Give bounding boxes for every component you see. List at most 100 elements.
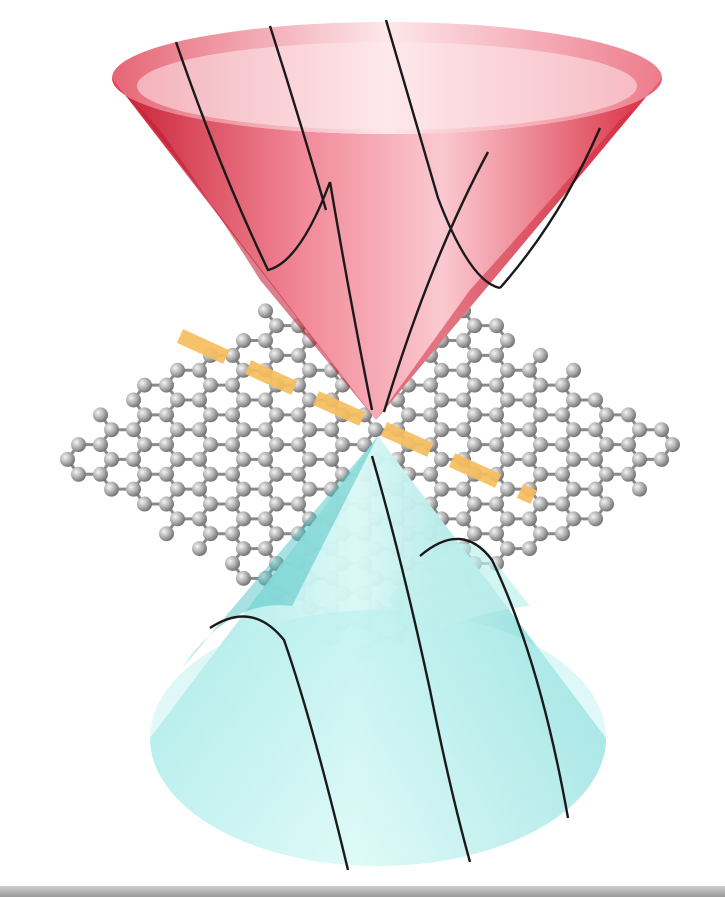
lattice-atom	[522, 392, 537, 408]
lattice-atom	[269, 318, 284, 334]
lattice-atom	[291, 407, 306, 423]
lattice-atom	[456, 362, 471, 378]
lattice-atom	[93, 437, 108, 453]
lattice-atom	[302, 362, 317, 378]
lattice-atom	[522, 422, 537, 438]
lattice-atom	[258, 451, 273, 467]
lattice-atom	[555, 526, 570, 542]
lattice-atom	[456, 333, 471, 349]
lattice-atom	[225, 526, 240, 542]
lattice-atom	[159, 496, 174, 512]
dash-segment	[244, 360, 298, 395]
lattice-atom	[258, 303, 273, 319]
lattice-atom	[126, 422, 141, 438]
lattice-atom	[269, 347, 284, 363]
lattice-atom	[258, 333, 273, 349]
lattice-atom	[258, 511, 273, 527]
lattice-atom	[170, 392, 185, 408]
lattice-atom	[533, 496, 548, 512]
lattice-atom	[599, 407, 614, 423]
lattice-atom	[467, 407, 482, 423]
lattice-atom	[555, 377, 570, 393]
lattice-atom	[203, 437, 218, 453]
lattice-atom	[203, 407, 218, 423]
lattice-atom	[588, 451, 603, 467]
lattice-atom	[500, 333, 515, 349]
lattice-atom	[533, 526, 548, 542]
dirac-cone-lower	[150, 436, 606, 871]
lattice-atom	[632, 481, 647, 497]
lattice-atom	[632, 422, 647, 438]
lattice-atom	[588, 392, 603, 408]
lattice-atom	[269, 526, 284, 542]
lattice-atom	[456, 481, 471, 497]
dashed-line	[176, 329, 537, 505]
lattice-atom	[291, 347, 306, 363]
lattice-atom	[225, 466, 240, 482]
lattice-atom	[104, 481, 119, 497]
lattice-atom	[467, 526, 482, 542]
upper-cone-line-1	[174, 41, 332, 272]
lattice-atom	[159, 437, 174, 453]
lattice-atom	[236, 541, 251, 557]
lattice-atom	[489, 407, 504, 423]
upper-cone-line-4	[382, 151, 490, 413]
dash-segment	[380, 422, 434, 457]
lattice-atom	[368, 422, 383, 438]
lattice-atom	[192, 511, 207, 527]
lattice-atom	[93, 466, 108, 482]
lattice-atom	[566, 362, 581, 378]
lattice-atom	[555, 466, 570, 482]
lattice-atom	[170, 422, 185, 438]
lattice-atom	[225, 347, 240, 363]
lattice-atom	[500, 392, 515, 408]
upper-cone-line-6	[328, 181, 374, 411]
lattice-atom	[236, 333, 251, 349]
lattice-atom	[225, 555, 240, 571]
lattice-atom	[225, 377, 240, 393]
upper-cone-left-shade	[130, 98, 376, 420]
lattice-atom	[192, 481, 207, 497]
lattice-atom	[137, 466, 152, 482]
lattice-atom	[192, 362, 207, 378]
lower-cone-line-3	[419, 537, 570, 819]
lattice-atom	[159, 526, 174, 542]
lattice-atom	[170, 481, 185, 497]
lattice-atom	[302, 392, 317, 408]
lattice-atom	[533, 407, 548, 423]
lattice-atom	[236, 422, 251, 438]
lattice-atom	[489, 496, 504, 512]
lattice-atom	[269, 496, 284, 512]
lattice-atom	[192, 392, 207, 408]
lattice-atom	[225, 407, 240, 423]
lattice-atom	[137, 496, 152, 512]
dirac-cone-upper	[112, 19, 662, 420]
lattice-atom	[566, 422, 581, 438]
lattice-atom	[203, 496, 218, 512]
lattice-atom	[423, 377, 438, 393]
lattice-atom	[621, 407, 636, 423]
lattice-atom	[434, 481, 449, 497]
lattice-atom	[324, 451, 339, 467]
lattice-atom	[137, 377, 152, 393]
lattice-atom	[467, 318, 482, 334]
lattice-atom	[522, 451, 537, 467]
lattice-atom	[621, 437, 636, 453]
lattice-atom	[335, 466, 350, 482]
lattice-atom	[456, 422, 471, 438]
lattice-atom	[236, 451, 251, 467]
lattice-atom	[258, 481, 273, 497]
lattice-atom	[236, 481, 251, 497]
lattice-atom	[500, 362, 515, 378]
lattice-atom	[71, 466, 86, 482]
lattice-atom	[126, 481, 141, 497]
lattice-atom	[533, 437, 548, 453]
lattice-atom	[467, 377, 482, 393]
lattice-atom	[423, 407, 438, 423]
lattice-atom	[500, 422, 515, 438]
lattice-atom	[137, 407, 152, 423]
lattice-atom	[423, 466, 438, 482]
lower-cone-left-shade	[182, 436, 378, 668]
lattice-atom	[500, 481, 515, 497]
